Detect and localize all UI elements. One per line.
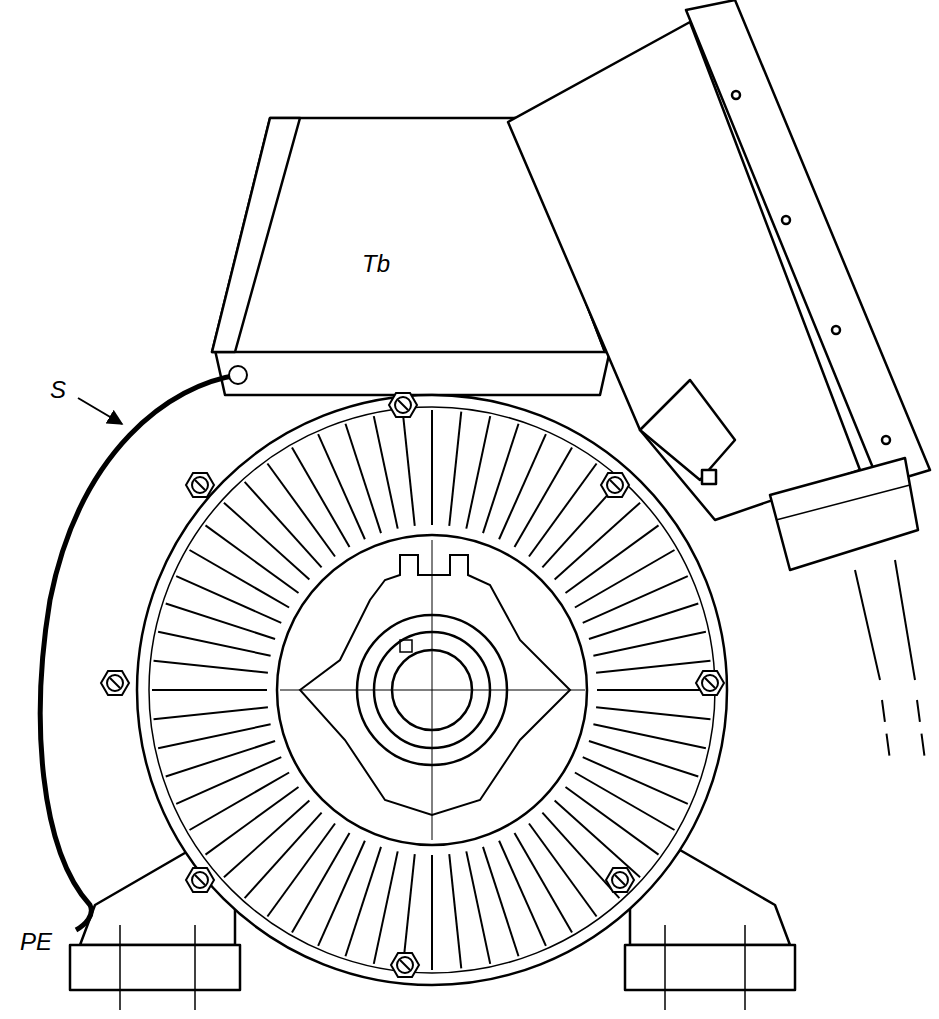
cooling-fin	[597, 689, 712, 691]
cooling-fin	[499, 841, 546, 946]
cooling-fin	[583, 757, 688, 804]
cooling-fin	[515, 833, 573, 933]
cooling-fin	[318, 841, 365, 946]
cooling-fin	[483, 847, 519, 956]
cooling-fin	[583, 576, 688, 623]
cooling-fin	[245, 482, 322, 567]
cooling-fin	[483, 424, 519, 533]
cooling-fin	[176, 757, 281, 804]
cooling-fin	[245, 813, 322, 898]
cooling-fin	[529, 463, 597, 556]
cooling-fin	[515, 448, 573, 548]
cooling-fin	[154, 707, 268, 719]
cooling-fin	[431, 855, 433, 970]
cooling-fin	[176, 576, 281, 623]
cooling-fin	[403, 854, 415, 968]
cooling-fin	[374, 851, 398, 963]
terminal-box-label: Tb	[362, 252, 390, 276]
cooling-fin	[466, 416, 490, 528]
cooling-fin	[158, 632, 270, 656]
cooling-fin	[345, 847, 381, 956]
cooling-fin	[499, 434, 546, 539]
cooling-fin	[190, 550, 290, 608]
bolt	[601, 473, 629, 497]
cooling-fin	[154, 661, 268, 673]
cooling-fin	[449, 412, 461, 526]
cooling-fin	[593, 724, 705, 748]
cooling-fin	[596, 661, 710, 673]
bolt	[606, 868, 634, 892]
bolt	[389, 393, 417, 417]
cooling-fin	[575, 773, 675, 831]
cooling-fin	[166, 741, 275, 777]
cooling-fin	[466, 851, 490, 963]
bolt	[391, 953, 419, 977]
cooling-fin	[596, 707, 710, 719]
cooling-fin	[166, 603, 275, 639]
cooling-fin	[403, 412, 415, 526]
cooling-fin	[158, 724, 270, 748]
cooling-fin	[374, 416, 398, 528]
cooling-fin	[205, 787, 298, 855]
cooling-fin	[267, 823, 335, 916]
cooling-fin	[267, 463, 335, 556]
cooling-fin	[565, 787, 658, 855]
cooling-fin	[555, 800, 640, 877]
cooling-fin	[345, 424, 381, 533]
cooling-fin	[224, 503, 309, 580]
cooling-fin	[529, 823, 597, 916]
cooling-fin	[292, 833, 350, 933]
bolt	[696, 671, 724, 695]
cooling-fin	[589, 603, 698, 639]
earth-terminal-label: PE	[20, 930, 52, 954]
bolt	[186, 473, 214, 497]
cooling-fin	[542, 813, 619, 898]
bolt	[101, 671, 129, 695]
cooling-fin	[292, 448, 350, 548]
cooling-fin	[318, 434, 365, 539]
cooling-fin	[555, 503, 640, 580]
cooling-fin	[449, 854, 461, 968]
cable-label: S	[50, 378, 66, 402]
cooling-fin	[575, 550, 675, 608]
cooling-fin	[152, 689, 267, 691]
cooling-fin	[431, 410, 433, 525]
cooling-fin	[205, 525, 298, 593]
cooling-fin	[190, 773, 290, 831]
cooling-fin	[589, 741, 698, 777]
cooling-fin	[593, 632, 705, 656]
cooling-fin	[565, 525, 658, 593]
bolt	[186, 868, 214, 892]
cooling-fin	[224, 800, 309, 877]
